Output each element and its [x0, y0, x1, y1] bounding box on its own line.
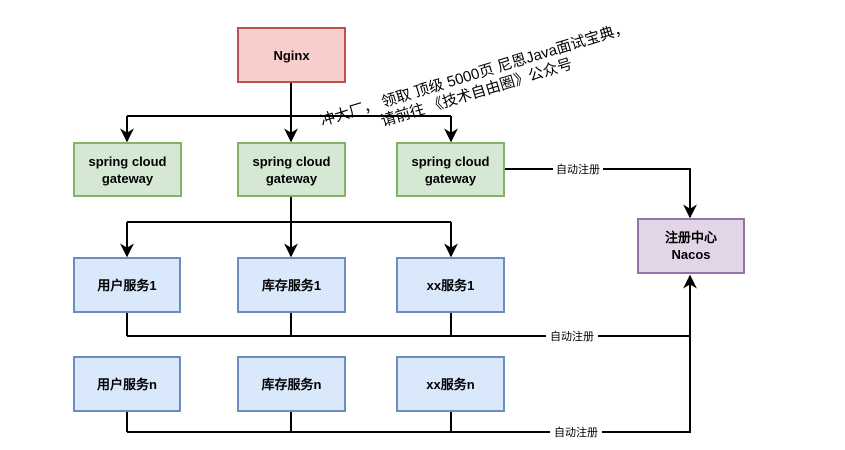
node-gateway-1-box	[73, 142, 182, 197]
node-stock-service-1-box	[237, 257, 346, 313]
node-user-service-n-box	[73, 356, 181, 412]
node-gateway-3-box	[396, 142, 505, 197]
watermark: 冲大厂， 领取 顶级 5000页 尼恩Java面试宝典， 请前往 《技术自由圈》…	[318, 20, 631, 131]
watermark-line1: 冲大厂， 领取 顶级 5000页 尼恩Java面试宝典，	[318, 20, 631, 130]
node-gateway-2[interactable]: spring cloud gateway	[237, 142, 346, 197]
edge-label-gateway-register: 自动注册	[556, 162, 600, 176]
edge-servicesn-register-nacos	[127, 274, 697, 433]
node-gateway-3-line1: spring cloud	[412, 154, 490, 169]
node-stock-service-n-box	[237, 356, 346, 412]
node-xx-service-1-box	[396, 257, 505, 313]
node-nacos-box	[637, 218, 745, 274]
node-user-service-1-label: 用户服务1	[96, 278, 156, 293]
node-gateway-2-line2: gateway	[266, 171, 318, 186]
node-stock-service-n-label: 库存服务n	[262, 377, 322, 392]
node-gateway-1-line2: gateway	[102, 171, 154, 186]
node-gateway-3[interactable]: spring cloud gateway	[396, 142, 505, 197]
node-user-service-n-label: 用户服务n	[96, 377, 157, 392]
node-nacos[interactable]: 注册中心 Nacos	[637, 218, 745, 274]
node-nginx-box	[237, 27, 346, 83]
node-gateway-1[interactable]: spring cloud gateway	[73, 142, 182, 197]
node-user-service-n[interactable]: 用户服务n	[73, 356, 181, 412]
node-gateway-3-line2: gateway	[425, 171, 477, 186]
node-user-service-1[interactable]: 用户服务1	[73, 257, 181, 313]
edge-labels: 自动注册 自动注册 自动注册	[546, 161, 603, 440]
node-gateway-2-box	[237, 142, 346, 197]
node-xx-service-n-label: xx服务n	[426, 377, 474, 392]
node-xx-service-1-label: xx服务1	[427, 278, 475, 293]
node-user-service-1-box	[73, 257, 181, 313]
edge-label-servicesn-register: 自动注册	[554, 425, 598, 439]
node-xx-service-1[interactable]: xx服务1	[396, 257, 505, 313]
node-stock-service-n[interactable]: 库存服务n	[237, 356, 346, 412]
node-xx-service-n-box	[396, 356, 505, 412]
node-stock-service-1[interactable]: 库存服务1	[237, 257, 346, 313]
node-stock-service-1-label: 库存服务1	[262, 278, 321, 293]
node-xx-service-n[interactable]: xx服务n	[396, 356, 505, 412]
edge-label-services1-register: 自动注册	[550, 329, 594, 343]
node-nginx[interactable]: Nginx	[237, 27, 346, 83]
node-nginx-label: Nginx	[273, 48, 310, 63]
node-gateway-2-line1: spring cloud	[253, 154, 331, 169]
node-nacos-line2: Nacos	[671, 247, 710, 262]
node-gateway-1-line1: spring cloud	[89, 154, 167, 169]
node-nacos-line1: 注册中心	[665, 230, 717, 245]
